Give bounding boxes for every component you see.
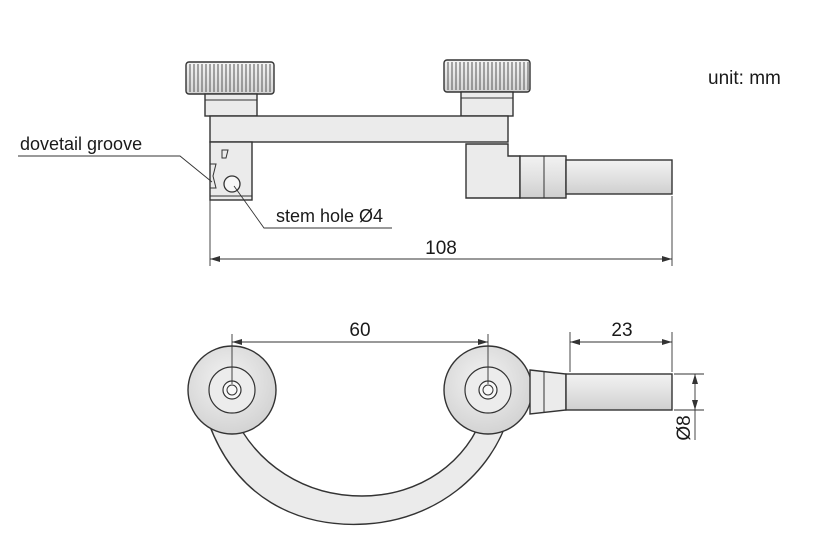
center-distance-dimension: 60 <box>231 320 489 384</box>
left-disc <box>187 345 277 435</box>
dovetail-groove-callout: dovetail groove <box>18 134 213 183</box>
connecting-bar <box>209 115 509 143</box>
stem-hole <box>223 175 241 193</box>
left-knurled-knob <box>185 61 275 117</box>
right-knurled-knob <box>443 59 531 117</box>
stem-diameter-dimension: Ø8 <box>674 373 704 441</box>
dovetail-groove-label: dovetail groove <box>20 134 142 154</box>
top-view-stem <box>529 369 673 415</box>
center-distance-value: 60 <box>349 320 370 341</box>
stem-diameter-value: Ø8 <box>674 415 695 440</box>
overall-length-dimension: 108 <box>209 196 673 266</box>
unit-label: unit: mm <box>708 68 781 89</box>
stem-length-value: 23 <box>611 320 632 341</box>
left-knob-knurling <box>189 64 271 92</box>
stem-hole-callout: stem hole Ø4 <box>233 185 392 229</box>
stem-holder-assembly <box>465 143 673 199</box>
stem-hole-label: stem hole Ø4 <box>276 206 383 226</box>
overall-length-value: 108 <box>425 238 457 259</box>
stem-length-dimension: 23 <box>569 320 673 372</box>
right-knob-knurling <box>447 62 529 90</box>
top-view: 60 23 Ø8 <box>187 320 704 526</box>
dovetail-clamp-block <box>209 141 253 201</box>
side-view: dovetail groove stem hole Ø4 108 <box>18 59 673 266</box>
